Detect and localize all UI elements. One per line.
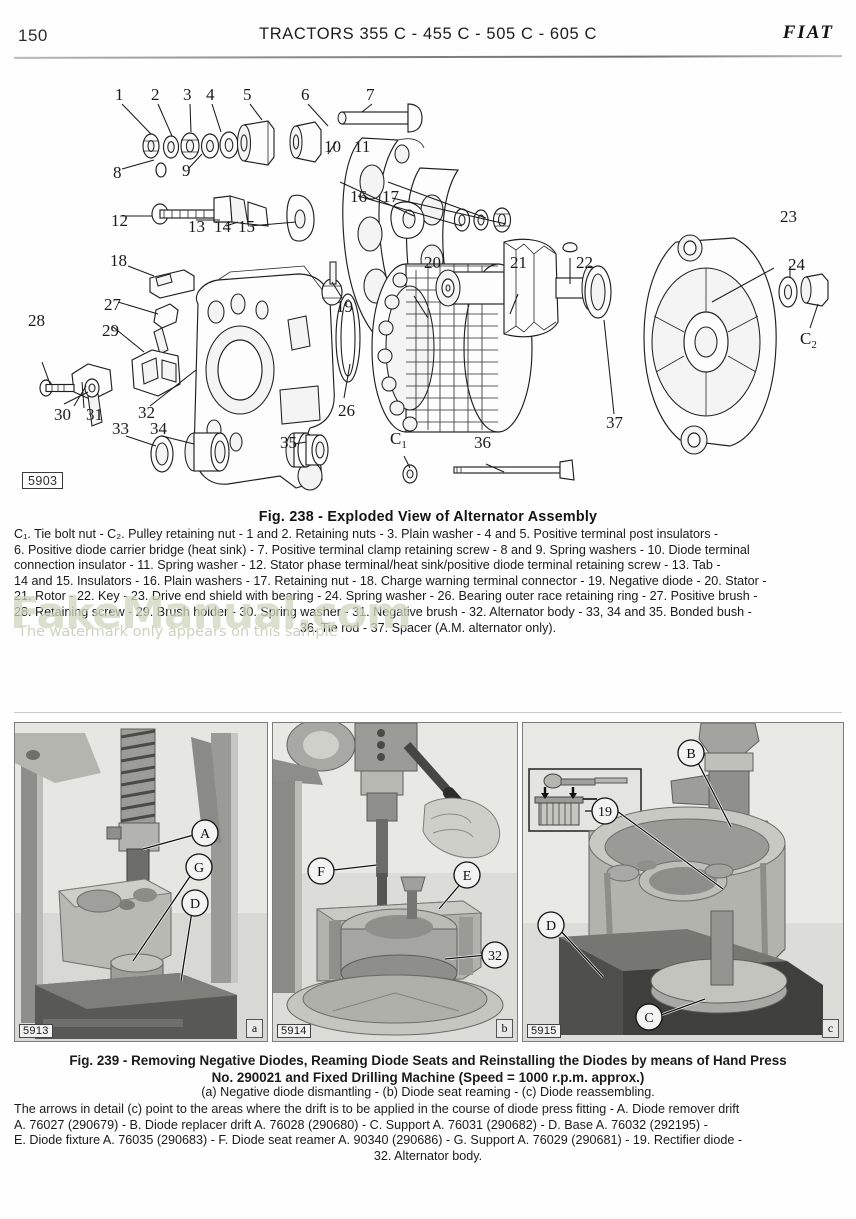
caption-line: 14 and 15. Insulators - 16. Plain washer… [14, 573, 767, 588]
section-divider [14, 712, 842, 713]
callout-f: F [317, 865, 325, 880]
header-rule [13, 55, 843, 59]
callout-24: 24 [788, 255, 806, 274]
panel-c-photo: B 19 D C [523, 723, 843, 1041]
caption-line: E. Diode fixture A. 76035 (290683) - F. … [14, 1133, 743, 1148]
caption-line: C₁. Tie bolt nut - C₂. Pulley retaining … [14, 527, 719, 541]
callout-d: D [190, 897, 200, 912]
panel-b-ref-code: 5914 [277, 1024, 311, 1038]
figure-239-panel-c: B 19 D C 5915 c [522, 722, 844, 1042]
callout-15: 15 [238, 217, 255, 236]
callout-d2: D [546, 919, 556, 934]
figure-238-caption-body: C₁. Tie bolt nut - C₂. Pulley retaining … [14, 527, 842, 636]
callout-33: 33 [112, 419, 129, 438]
panel-c-letter: c [822, 1019, 839, 1038]
figure-238-exploded-view: 1 2 3 4 5 6 7 8 9 10 11 12 13 14 15 16 1… [10, 70, 846, 510]
callout-6: 6 [301, 85, 310, 104]
callout-16: 16 [350, 187, 367, 206]
callout-3: 3 [183, 85, 192, 104]
figure-239-caption-title: Fig. 239 - Removing Negative Diodes, Rea… [14, 1052, 842, 1086]
callout-17: 17 [382, 187, 400, 206]
callout-13: 13 [188, 217, 205, 236]
caption-line: 6. Positive diode carrier bridge (heat s… [14, 542, 750, 557]
caption-line-last: 36. Tie rod - 37. Spacer (A.M. alternato… [299, 620, 557, 635]
callout-19: 19 [598, 805, 612, 820]
callout-28: 28 [28, 311, 45, 330]
panel-a-ref-code: 5913 [19, 1024, 53, 1038]
callout-a: A [200, 827, 211, 842]
callout-20: 20 [424, 253, 441, 272]
callout-1: 1 [115, 85, 124, 104]
alternator-exploded-drawing: 1 2 3 4 5 6 7 8 9 10 11 12 13 14 15 16 1… [28, 85, 829, 491]
callout-32: 32 [488, 949, 502, 964]
callout-12: 12 [111, 211, 128, 230]
callout-14: 14 [214, 217, 232, 236]
callout-22: 22 [576, 253, 593, 272]
callout-4: 4 [206, 85, 215, 104]
panel-c-ref-code: 5915 [527, 1024, 561, 1038]
callout-32: 32 [138, 403, 155, 422]
panel-a-photo: A G D [15, 723, 267, 1041]
figure-239-photo-panels: A G D 5913 a [14, 722, 844, 1042]
callout-27: 27 [104, 295, 122, 314]
callout-35: 35 [280, 433, 297, 452]
page-number: 150 [18, 26, 48, 45]
running-head-title: TRACTORS 355 C - 455 C - 505 C - 605 C [259, 25, 597, 43]
callout-10: 10 [324, 137, 341, 156]
callout-g: G [194, 861, 204, 876]
callout-5: 5 [243, 85, 252, 104]
figure-238-ref-code: 5903 [22, 472, 64, 490]
callout-37: 37 [606, 413, 624, 432]
caption-line-last: 32. Alternator body. [373, 1148, 483, 1163]
callout-c2: C2 [800, 329, 817, 351]
figure-239-caption-body: The arrows in detail (c) point to the ar… [14, 1102, 842, 1164]
caption-line: connection insulator - 11. Spring washer… [14, 558, 721, 573]
figure-239-panel-a: A G D 5913 a [14, 722, 268, 1042]
callout-2: 2 [151, 85, 160, 104]
callout-18: 18 [110, 251, 127, 270]
callout-19: 19 [336, 297, 353, 316]
callout-9: 9 [182, 161, 191, 180]
caption-title-line2: No. 290021 and Fixed Drilling Machine (S… [211, 1070, 645, 1085]
caption-line: 21. Rotor - 22. Key - 23. Drive end shie… [14, 589, 758, 604]
callout-30: 30 [54, 405, 71, 424]
figure-238-caption-title: Fig. 238 - Exploded View of Alternator A… [258, 509, 598, 525]
callout-34: 34 [150, 419, 168, 438]
callout-b: B [686, 747, 695, 762]
callout-7: 7 [366, 85, 375, 104]
callout-23: 23 [780, 207, 797, 226]
panel-b-photo: F E 32 [273, 723, 517, 1041]
callout-c2p: C [644, 1011, 653, 1026]
callout-29: 29 [102, 321, 119, 340]
panel-a-letter: a [246, 1019, 263, 1038]
caption-line: The arrows in detail (c) point to the ar… [14, 1102, 740, 1116]
brand-logo: FIAT [782, 22, 834, 43]
callout-21: 21 [510, 253, 527, 272]
callout-36: 36 [474, 433, 491, 452]
callout-26: 26 [338, 401, 355, 420]
figure-239-panel-b: F E 32 5914 b [272, 722, 518, 1042]
caption-line: A. 76027 (290679) - B. Diode replacer dr… [14, 1117, 708, 1132]
caption-line: 28. Retaining screw - 29. Brush holder -… [14, 604, 752, 619]
callout-31: 31 [86, 405, 103, 424]
callout-e: E [463, 869, 472, 884]
caption-title-line1: Fig. 239 - Removing Negative Diodes, Rea… [69, 1053, 787, 1068]
callout-11: 11 [354, 137, 370, 156]
callout-8: 8 [113, 163, 122, 182]
page-header: 150 TRACTORS 355 C - 455 C - 505 C - 605… [0, 22, 856, 56]
panel-b-letter: b [496, 1019, 513, 1038]
figure-239-caption-sub: (a) Negative diode dismantling - (b) Dio… [201, 1085, 655, 1099]
